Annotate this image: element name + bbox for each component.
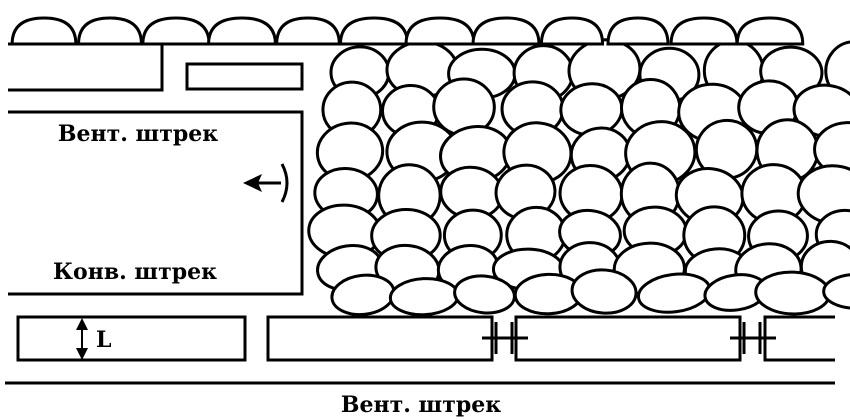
roof-stone — [669, 16, 739, 46]
roof-stone — [77, 16, 143, 46]
roof-stone — [141, 16, 211, 46]
roof-stone — [606, 16, 670, 46]
roof-stone — [735, 16, 805, 46]
roof-stone — [10, 16, 78, 46]
roof-stone-row — [8, 16, 805, 46]
caved-rock-zone — [307, 38, 850, 317]
block-crossing-1 — [482, 322, 528, 354]
top-drift-label: Вент. штрек — [58, 121, 218, 147]
boulder — [822, 272, 850, 310]
upper-drift-outline — [8, 42, 164, 92]
airflow-arrow-icon — [243, 163, 289, 203]
lower-pillar-block-3 — [514, 315, 742, 362]
roof-stone — [404, 16, 476, 46]
block-crossing-2 — [730, 322, 776, 354]
roof-stone — [275, 16, 341, 46]
roof-stone — [338, 16, 410, 46]
dimension-label: L — [96, 327, 111, 353]
lower-pillar-block-2 — [266, 315, 494, 362]
working-panel-outline — [8, 110, 304, 296]
boulder — [754, 270, 831, 316]
double-arrow-icon — [76, 318, 88, 360]
boulder — [824, 40, 850, 103]
bottom-drift-label: Вент. штрек — [341, 392, 501, 418]
boulder — [570, 268, 638, 315]
conveyor-drift-label: Конв. штрек — [53, 259, 217, 285]
lower-pillar-block-1 — [16, 315, 247, 362]
roof-stone — [539, 16, 605, 46]
roof-stone — [471, 16, 541, 46]
roof-stone — [207, 16, 277, 46]
upper-pillar-block — [185, 62, 304, 91]
